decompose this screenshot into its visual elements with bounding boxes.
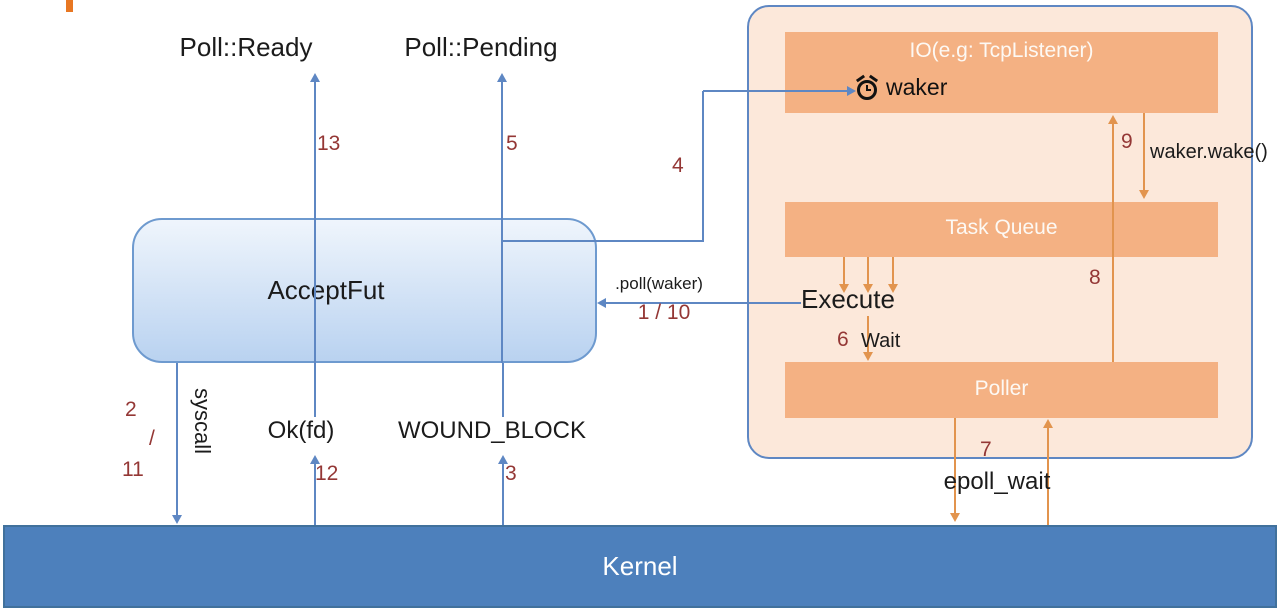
waker-wake-label: waker.wake() — [1150, 141, 1268, 163]
wound-block-label: WOUND_BLOCK — [397, 417, 587, 444]
poll-arrow-line — [605, 302, 801, 304]
arrow-4-segment-3 — [703, 90, 847, 92]
arrow-3-line-upper — [502, 363, 504, 417]
epoll-wait-label: epoll_wait — [943, 468, 1051, 495]
arrow-12-line-upper — [314, 363, 316, 417]
arrow-7-up-line — [1047, 427, 1049, 525]
seq-2: 2 — [125, 398, 137, 421]
task-queue-drop-head-1-icon — [839, 284, 849, 293]
wait-arrow-line — [867, 316, 869, 354]
arrow-3-head-icon — [498, 455, 508, 464]
accent-tick — [66, 0, 73, 12]
waker-label: waker — [886, 74, 948, 100]
seq-13: 13 — [317, 132, 341, 155]
task-queue-drop-line-1 — [843, 257, 845, 286]
io-box: IO(e.g: TcpListener) waker — [785, 32, 1218, 113]
wait-arrow-head-icon — [863, 352, 873, 361]
arrow-4-segment-1 — [502, 240, 704, 242]
seq-11: 11 — [122, 458, 144, 481]
arrow-3-line-lower — [502, 462, 504, 525]
waker-row: waker — [855, 74, 947, 101]
seq-6: 6 — [837, 328, 849, 351]
arrow-5-head-icon — [497, 73, 507, 82]
io-box-title: IO(e.g: TcpListener) — [909, 39, 1094, 62]
task-queue-drop-line-3 — [892, 257, 894, 286]
arrow-7-down-line — [954, 418, 956, 515]
arrow-7-down-head-icon — [950, 513, 960, 522]
task-queue-title: Task Queue — [945, 216, 1058, 239]
task-queue-drop-line-2 — [867, 257, 869, 286]
task-queue-drop-head-3-icon — [888, 284, 898, 293]
poller-box: Poller — [785, 362, 1218, 418]
arrow-8-head-icon — [1108, 115, 1118, 124]
arrow-9-line — [1143, 113, 1145, 192]
seq-12: 12 — [315, 462, 339, 485]
seq-9: 9 — [1121, 130, 1133, 153]
accept-future-box: AcceptFut — [132, 218, 597, 363]
alarm-clock-icon — [855, 74, 879, 100]
arrow-5-line — [501, 80, 503, 363]
accept-future-label: AcceptFut — [267, 275, 385, 305]
arrow-9-head-icon — [1139, 190, 1149, 199]
task-queue-box: Task Queue — [785, 202, 1218, 257]
seq-7: 7 — [980, 438, 992, 461]
poll-pending-label: Poll::Pending — [404, 32, 558, 62]
seq-1-10: 1 / 10 — [637, 301, 691, 324]
arrow-12-head-icon — [310, 455, 320, 464]
seq-5: 5 — [506, 132, 518, 155]
syscall-label: syscall — [190, 388, 216, 455]
syscall-arrow-head-icon — [172, 515, 182, 524]
poll-call-label: .poll(waker) — [615, 274, 703, 293]
poll-arrow-head-icon — [597, 298, 606, 308]
kernel-label: Kernel — [602, 551, 678, 581]
execute-label: Execute — [801, 284, 895, 314]
poll-ready-label: Poll::Ready — [179, 32, 313, 62]
task-queue-drop-head-2-icon — [863, 284, 873, 293]
seq-4: 4 — [672, 154, 684, 177]
seq-3: 3 — [505, 462, 517, 485]
arrow-4-head-icon — [847, 86, 856, 96]
seq-8: 8 — [1089, 266, 1101, 289]
arrow-13-head-icon — [310, 73, 320, 82]
syscall-arrow-line — [176, 363, 178, 516]
arrow-13-line — [314, 80, 316, 363]
ok-fd-label: Ok(fd) — [267, 417, 335, 444]
arrow-8-line — [1112, 122, 1114, 362]
wait-label: Wait — [861, 330, 901, 352]
seq-slash: / — [149, 427, 155, 450]
arrow-4-segment-2 — [702, 91, 704, 242]
kernel-bar: Kernel — [3, 525, 1277, 608]
poller-title: Poller — [974, 377, 1029, 400]
arrow-7-up-head-icon — [1043, 419, 1053, 428]
arrow-12-line-lower — [314, 462, 316, 525]
